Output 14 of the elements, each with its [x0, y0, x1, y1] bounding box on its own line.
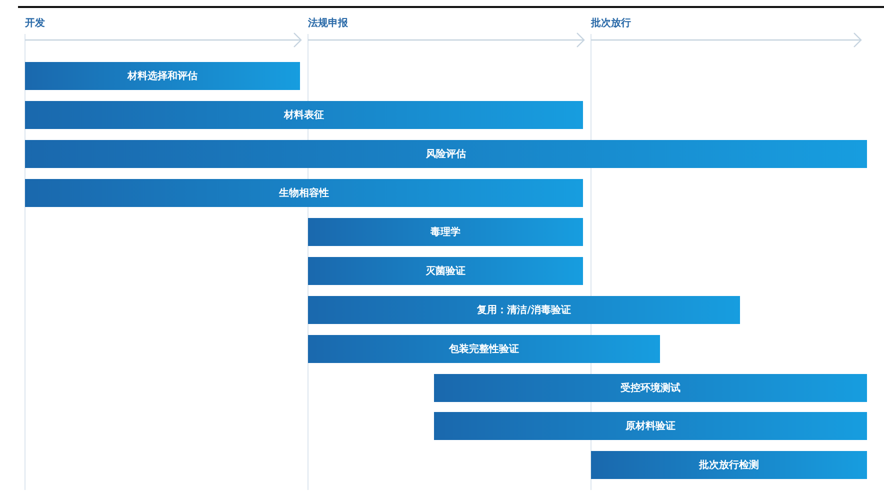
task-bar: 复用：清洁/消毒验证 [308, 296, 740, 324]
task-bar: 材料表征 [25, 101, 583, 129]
task-bar: 风险评估 [25, 140, 867, 168]
task-bar: 原材料验证 [434, 412, 867, 440]
phase-label: 批次放行 [591, 16, 631, 30]
task-bar: 毒理学 [308, 218, 583, 246]
phase-label: 法规申报 [308, 16, 348, 30]
task-bar: 批次放行检测 [591, 451, 867, 479]
task-bar: 材料选择和评估 [25, 62, 300, 90]
phase-label: 开发 [25, 16, 45, 30]
task-bar: 灭菌验证 [308, 257, 583, 285]
task-bar: 受控环境测试 [434, 374, 867, 402]
task-bar: 生物相容性 [25, 179, 583, 207]
task-bar: 包装完整性验证 [308, 335, 660, 363]
